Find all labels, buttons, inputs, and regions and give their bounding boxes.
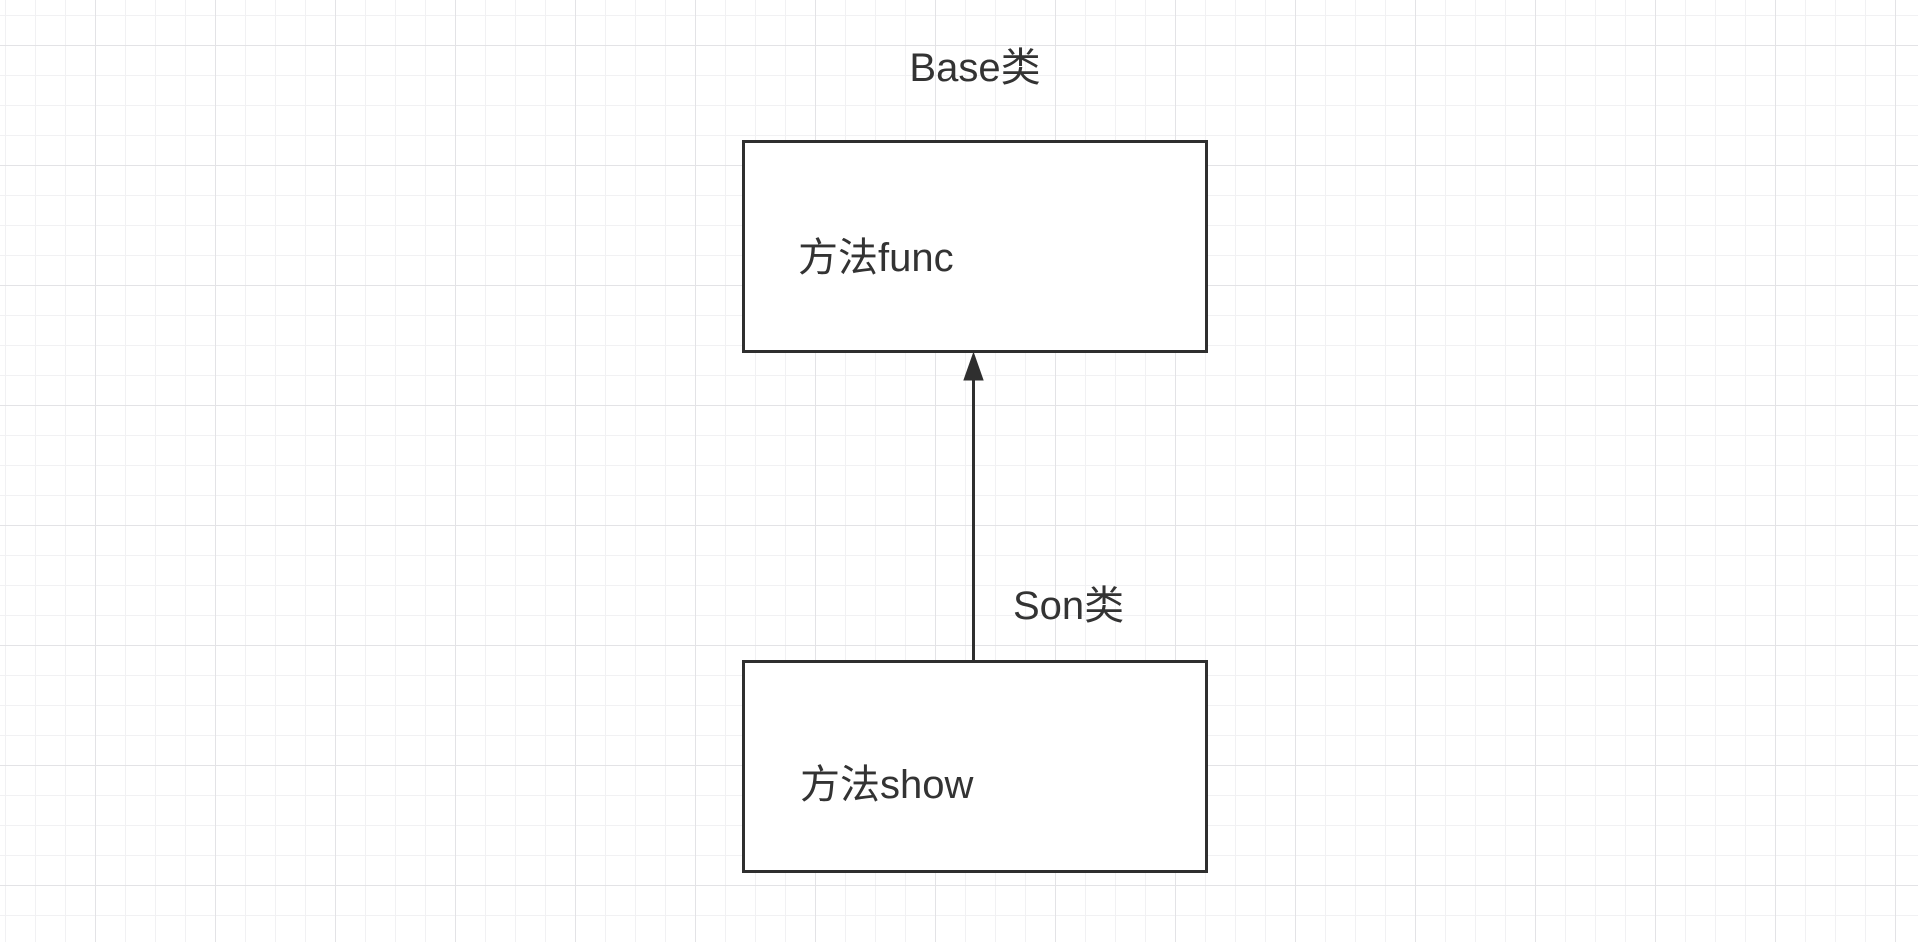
base-class-title[interactable]: Base类: [909, 46, 1041, 90]
son-class-node[interactable]: 方法show: [742, 660, 1208, 873]
son-class-method-label: 方法show: [800, 763, 974, 807]
edge-label-son-class[interactable]: Son类: [1013, 584, 1125, 628]
base-class-node[interactable]: 方法func: [742, 140, 1208, 353]
base-class-method-label: 方法func: [798, 236, 954, 280]
inheritance-arrow[interactable]: [963, 351, 984, 660]
